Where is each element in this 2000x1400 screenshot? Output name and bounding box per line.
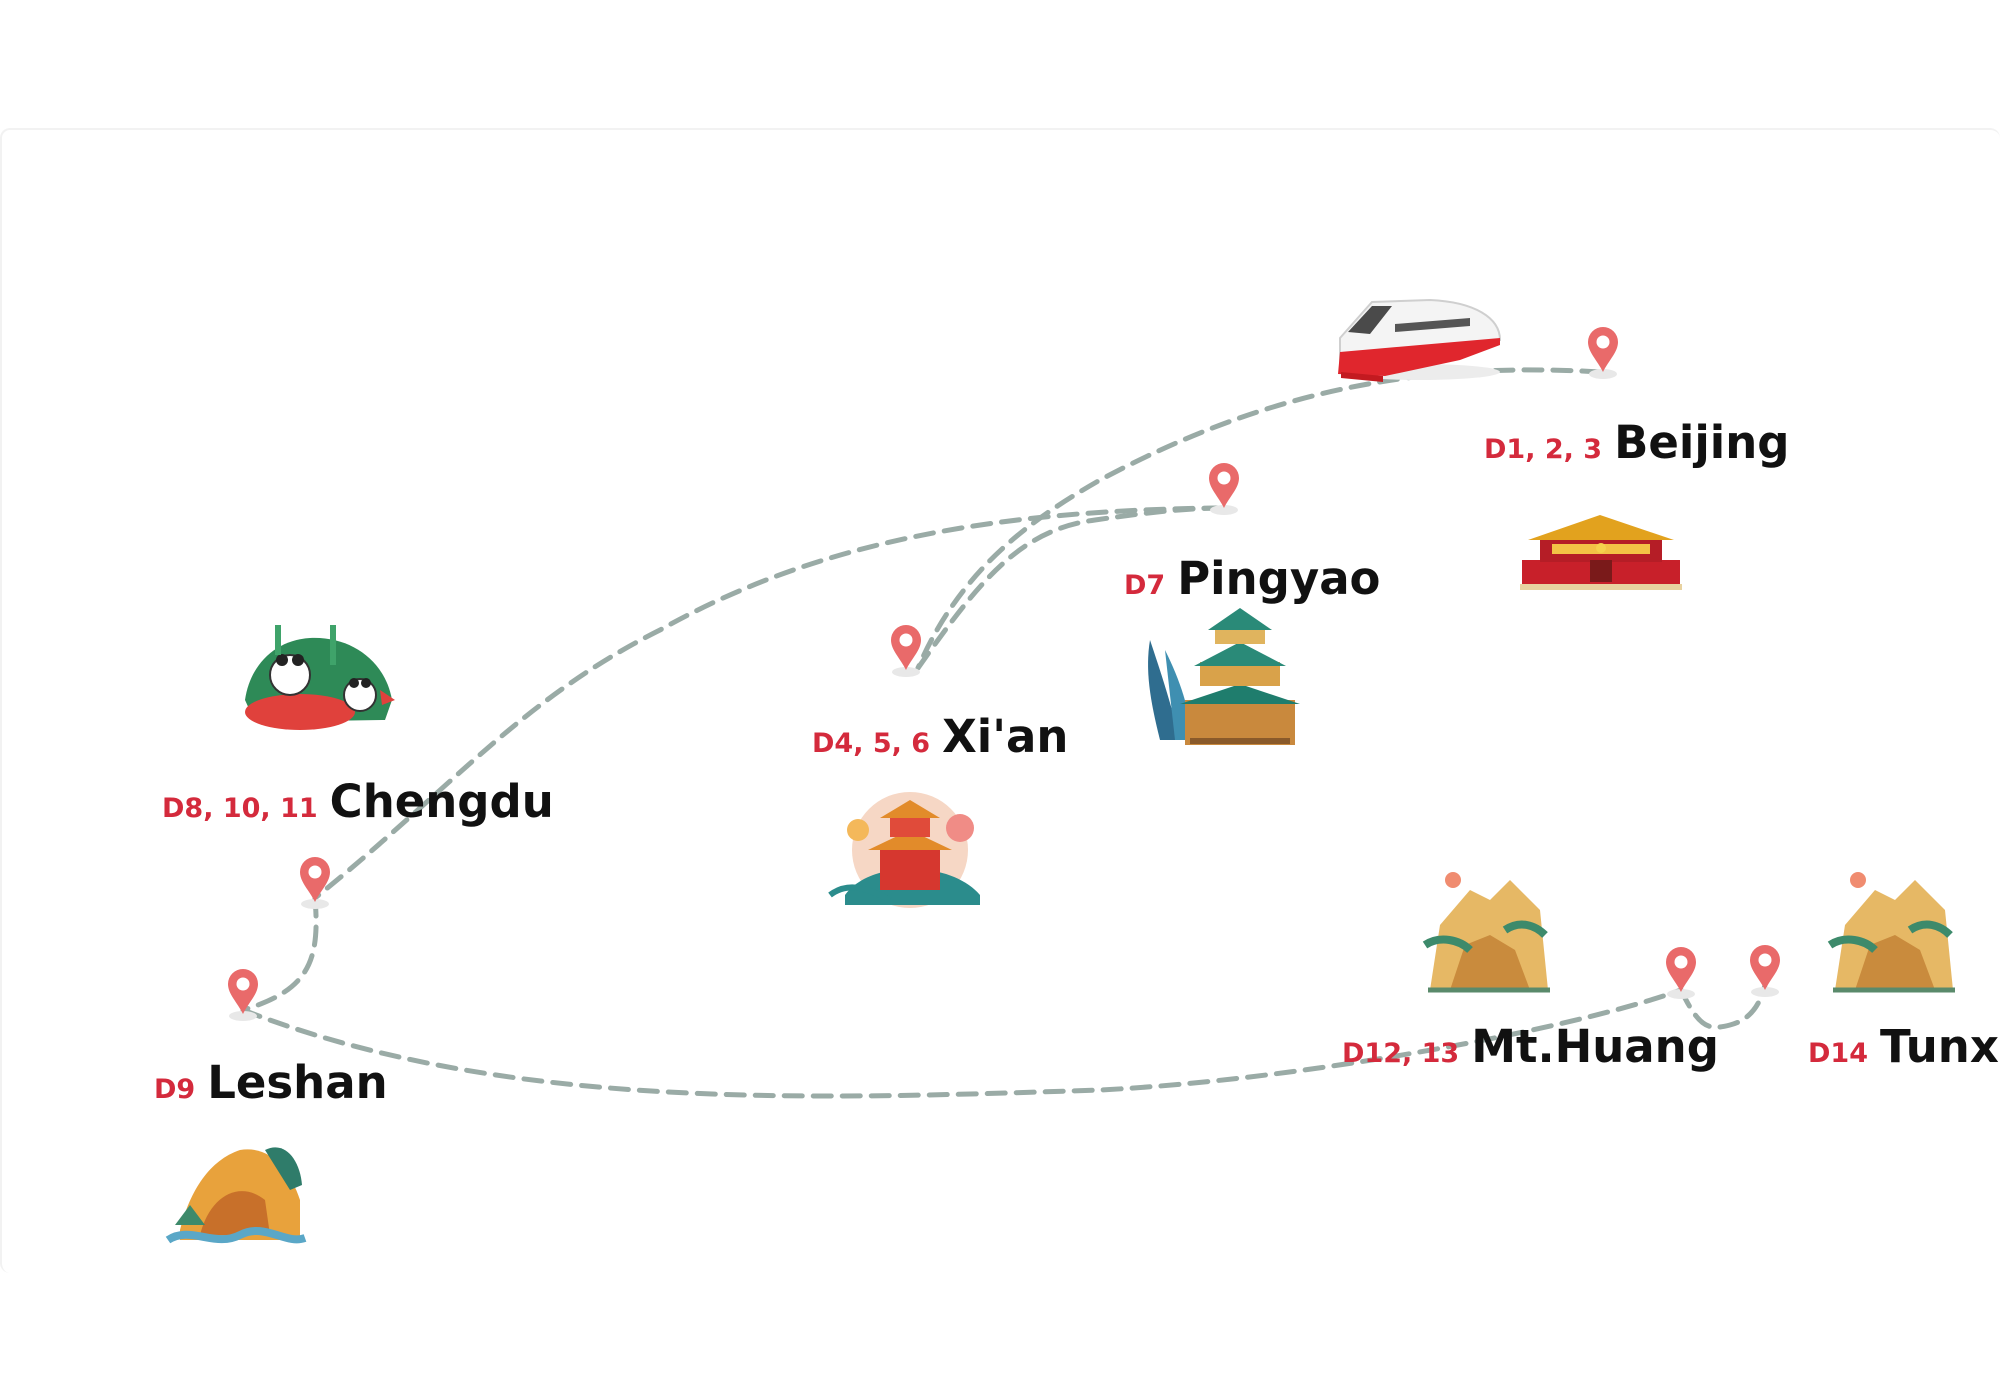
day-range: D7: [1124, 570, 1166, 601]
city-name: Pingyao: [1177, 552, 1381, 605]
map-pin-icon[interactable]: [1588, 327, 1618, 379]
pingyao-tower-illustration: [1148, 608, 1300, 745]
leshan-buddha-illustration: [165, 1147, 307, 1244]
map-pin-icon[interactable]: [300, 857, 330, 909]
day-range: D14: [1808, 1038, 1868, 1069]
route-mthuang-tunxi: [1678, 982, 1768, 1030]
map-pin-icon[interactable]: [228, 969, 258, 1021]
stop-label-tunxi[interactable]: D14Tunxi: [1808, 1024, 2000, 1069]
city-name: Leshan: [207, 1056, 388, 1109]
day-range: D4, 5, 6: [812, 728, 931, 759]
day-range: D9: [154, 1074, 196, 1105]
map-pin-icon[interactable]: [1666, 947, 1696, 999]
map-pin-icon[interactable]: [1209, 463, 1239, 515]
map-pin-icon[interactable]: [1750, 945, 1780, 997]
huangshan-mountain-illustration: [1422, 872, 1550, 993]
day-range: D12, 13: [1342, 1038, 1460, 1069]
xian-pagoda-illustration: [828, 792, 980, 908]
city-name: Tunxi: [1880, 1020, 2000, 1073]
city-name: Xi'an: [942, 710, 1069, 763]
map-pin-icon[interactable]: [891, 625, 921, 677]
city-name: Beijing: [1614, 416, 1790, 469]
day-range: D8, 10, 11: [162, 793, 318, 824]
route-leshan-mthuang: [240, 987, 1684, 1099]
tiananmen-illustration: [1520, 515, 1682, 590]
route-pingyao-chengdu: [312, 505, 1225, 901]
route-chengdu-leshan: [240, 895, 319, 1013]
train-illustration: [1338, 298, 1502, 382]
city-name: Chengdu: [329, 775, 554, 828]
huangshan-mountain-illustration: [1827, 872, 1955, 993]
map-panel: [0, 128, 2000, 1273]
chengdu-panda-illustration: [245, 625, 395, 730]
city-name: Mt.Huang: [1471, 1020, 1719, 1073]
day-range: D1, 2, 3: [1484, 434, 1603, 465]
